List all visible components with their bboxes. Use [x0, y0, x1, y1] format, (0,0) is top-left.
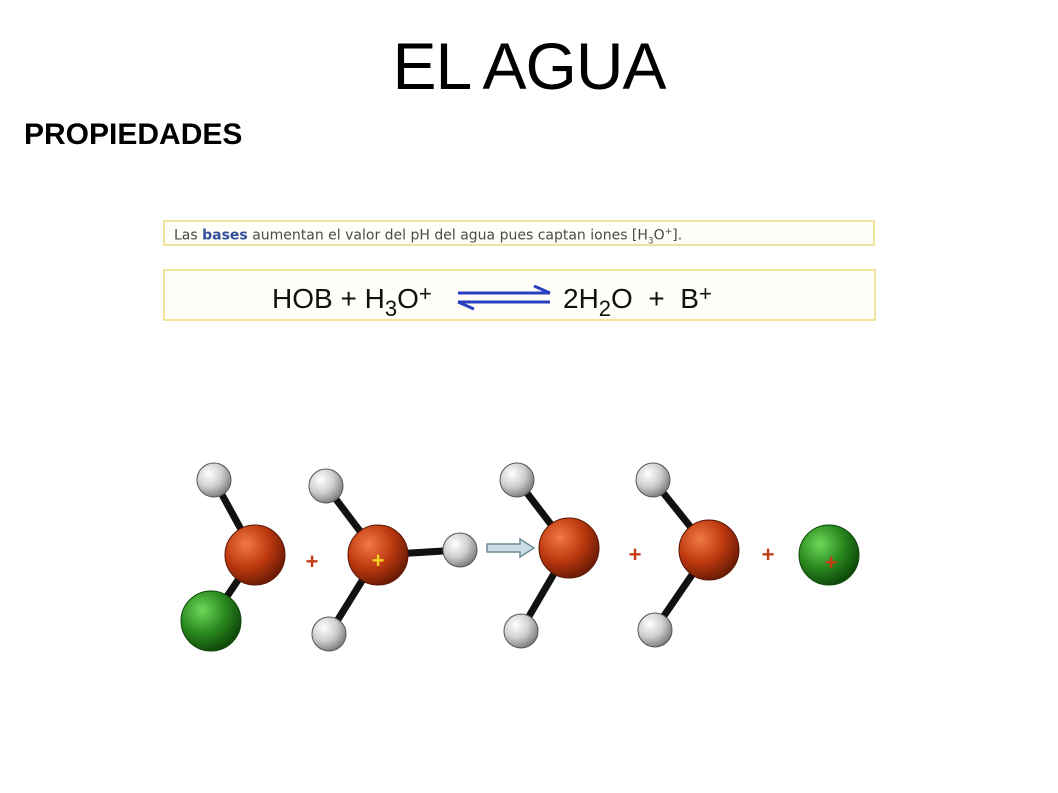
equilibrium-arrow-icon [457, 285, 551, 311]
hydrogen-atom [637, 612, 673, 648]
b-ion-charge: + [825, 550, 838, 575]
oxygen-atom [224, 524, 286, 586]
note-prefix: Las [174, 227, 203, 244]
note-after-sub: O [653, 227, 665, 244]
eq-right-sub: 2 [598, 296, 612, 321]
b-ion: + [798, 524, 860, 586]
base-atom [180, 590, 242, 652]
plus-sign: + [762, 542, 775, 567]
hydrogen-atom [635, 462, 671, 498]
base-atom [798, 524, 860, 586]
hydronium-molecule: + [308, 468, 478, 652]
eq-left-sup: + [418, 281, 432, 306]
note-box: Las bases aumentan el valor del pH del a… [163, 220, 875, 246]
eq-left-1: HOB + H [272, 283, 385, 314]
oxygen-atom [678, 519, 740, 581]
note-sub: 3 [647, 236, 654, 247]
eq-right-1: 2H [563, 283, 599, 314]
equation-right: 2H2O + B+ [563, 281, 712, 320]
water-molecule [635, 462, 740, 648]
eq-left-sub: 3 [384, 296, 398, 321]
hydrogen-atom [499, 462, 535, 498]
hydrogen-atom [311, 616, 347, 652]
eq-right-sup: + [698, 281, 712, 306]
note-suffix: aumentan el valor del pH del agua pues c… [247, 227, 648, 244]
note-bold: bases [202, 227, 248, 244]
equation-left: HOB + H3O+ [272, 281, 432, 320]
water-molecule [499, 462, 600, 649]
oxygen-atom [347, 524, 409, 586]
eq-left-2: O [397, 283, 419, 314]
note-end: ]. [672, 227, 683, 244]
hydrogen-atom [442, 532, 478, 568]
plus-sign: + [629, 542, 642, 567]
note-sup: + [664, 227, 673, 237]
plus-sign: + [306, 549, 319, 574]
hydronium-charge: + [372, 548, 385, 573]
hydrogen-atom [308, 468, 344, 504]
reaction-arrow-icon [486, 537, 536, 559]
section-subtitle: PROPIEDADES [24, 118, 243, 151]
page-title: EL AGUA [392, 29, 666, 103]
hydrogen-atom [503, 613, 539, 649]
eq-right-2: O + B [611, 283, 699, 314]
equation-box: HOB + H3O+ 2H2O + B+ [163, 269, 876, 321]
hob-molecule [180, 462, 286, 652]
oxygen-atom [538, 517, 600, 579]
hydrogen-atom [196, 462, 232, 498]
